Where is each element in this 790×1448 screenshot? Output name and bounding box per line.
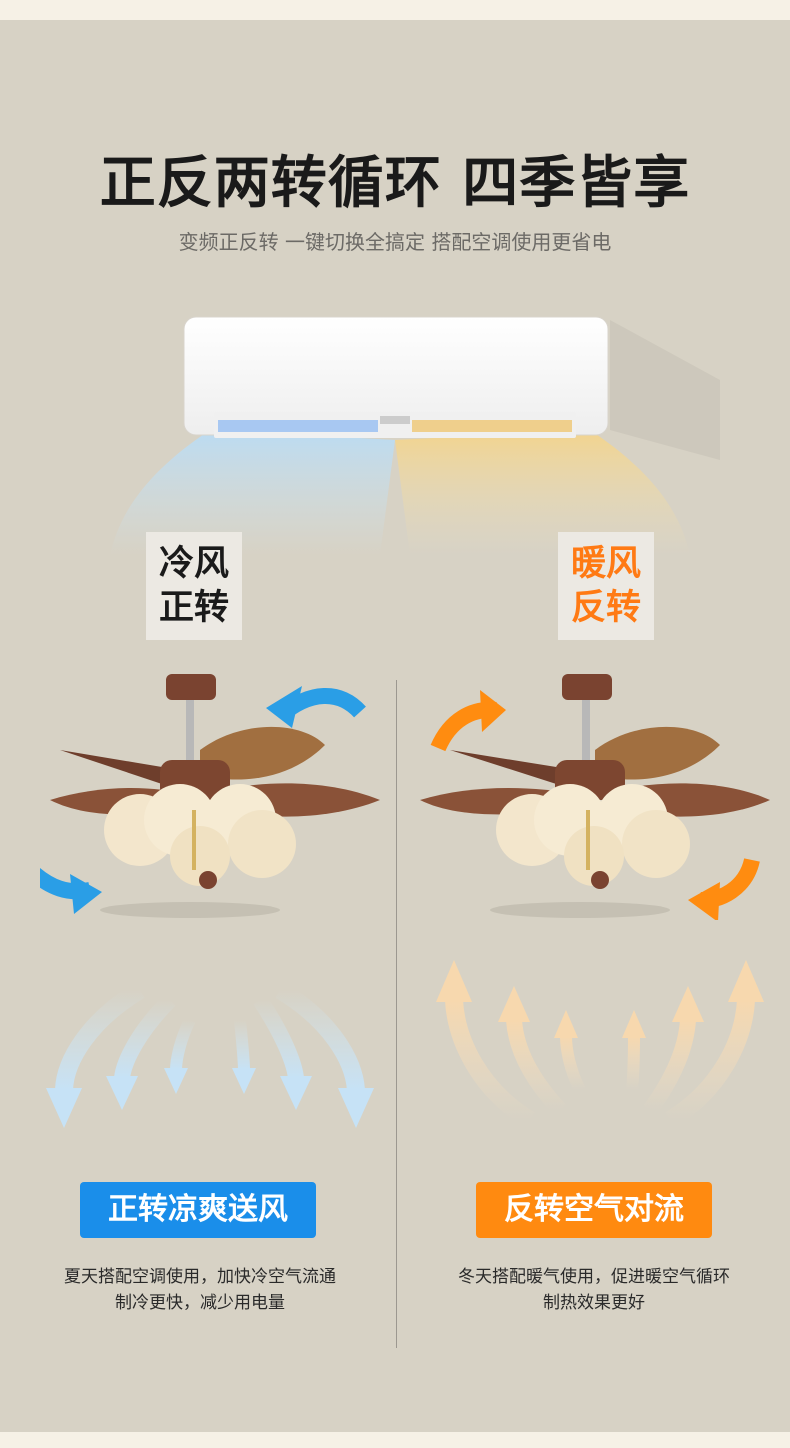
air-conditioner-icon [110, 316, 720, 555]
page-title: 正反两转循环 四季皆享 [99, 151, 691, 216]
warm-mode-description: 冬天搭配暖气使用，促进暖空气循环 制热效果更好 [434, 1264, 754, 1316]
warm-mode-label: 暖风 反转 [558, 532, 654, 640]
warm-desc-line1: 冬天搭配暖气使用，促进暖空气循环 [458, 1267, 730, 1287]
ceiling-fan-icon [40, 674, 380, 918]
cold-desc-line2: 制冷更快，减少用电量 [115, 1293, 285, 1313]
warm-label-line2: 反转 [570, 588, 641, 628]
cold-mode-pill: 正转凉爽送风 [80, 1182, 316, 1238]
warm-mode-pill: 反转空气对流 [476, 1182, 712, 1238]
center-divider [396, 680, 397, 1348]
cold-desc-line1: 夏天搭配空调使用，加快冷空气流通 [64, 1267, 336, 1287]
warm-desc-line2: 制热效果更好 [543, 1293, 645, 1313]
warm-label-line1: 暖风 [570, 544, 641, 584]
page-subtitle: 变频正反转 一键切换全搞定 搭配空调使用更省电 [178, 230, 612, 254]
warm-airflow-arrows-icon [436, 960, 764, 1128]
cold-mode-description: 夏天搭配空调使用，加快冷空气流通 制冷更快，减少用电量 [40, 1264, 360, 1316]
ceiling-fan-icon [420, 674, 770, 920]
cold-mode-label: 冷风 正转 [146, 532, 242, 640]
cold-label-line2: 正转 [158, 588, 229, 628]
cold-airflow-arrows-icon [46, 982, 374, 1128]
cold-label-line1: 冷风 [158, 544, 229, 584]
